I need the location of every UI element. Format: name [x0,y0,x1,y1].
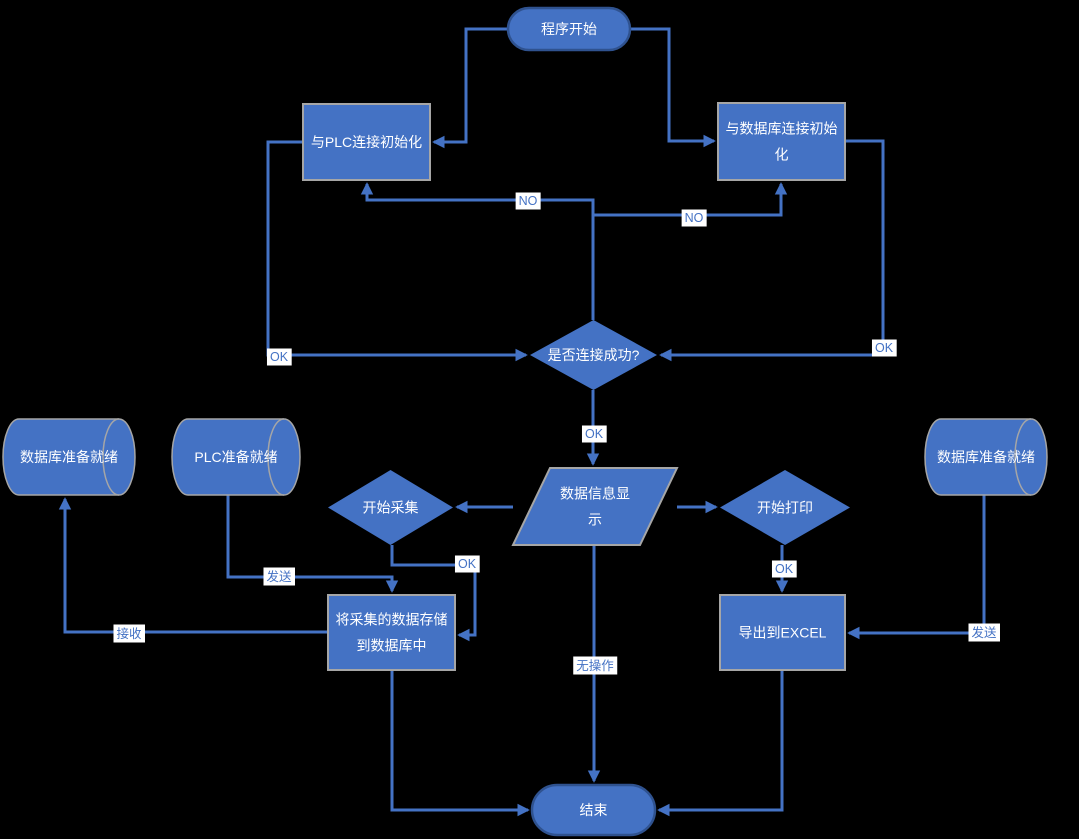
node-export: 导出到EXCEL [719,594,846,671]
store-label: 将采集的数据存储到数据库中 [336,612,448,654]
edge-start-to-db [630,27,716,148]
edge-label-print-ok-to-export: OK [771,560,797,578]
edge-label-text-check-ok-to-display: OK [585,427,604,441]
edge-plc-send-to-store [226,495,399,593]
edge-db-send-to-export [847,495,986,640]
edge-label-plc-send-to-store: 发送 [263,567,295,586]
edge-label-text-collect-ok-to-store: OK [458,557,477,571]
connect-check-label: 是否连接成功? [548,347,640,363]
edge-label-text-display-noop-to-end: 无操作 [576,658,614,673]
export-shape [719,594,846,671]
node-store: 将采集的数据存储到数据库中 [327,594,456,671]
print-label: 开始打印 [757,500,813,516]
node-collect: 开始采集 [328,470,453,545]
node-display: 数据信息显示 [511,467,679,546]
print-shape [720,470,850,545]
edge-start-to-plc [432,27,508,149]
edge-label-text-db-send-to-export: 发送 [971,625,997,640]
collect-label: 开始采集 [363,500,419,516]
edge-label-bg-store-recv-to-db [113,624,145,643]
edge-label-collect-ok-to-store: OK [454,555,480,573]
edge-label-text-check-no-to-plc: NO [519,194,538,208]
edge-db-ok-to-check [659,139,885,362]
connect-check-shape [530,320,657,390]
node-db-init: 与数据库连接初始化 [717,102,846,181]
db-init-shape [717,102,846,181]
edge-label-plc-ok-to-check: OK [266,348,292,366]
edge-label-bg-check-no-to-db [681,209,707,227]
edge-label-text-plc-send-to-store: 发送 [266,569,292,584]
edge-check-no-to-plc [360,182,595,320]
edge-label-check-ok-to-display: OK [581,425,607,443]
edge-export-to-end [657,670,784,817]
edge-store-recv-to-db [58,497,328,634]
edge-label-text-print-ok-to-export: OK [775,562,794,576]
end-shape [530,783,657,837]
db-ready-right-label: 数据库准备就绪 [937,449,1035,465]
edge-label-bg-collect-ok-to-store [454,555,480,573]
store-shape [327,594,456,671]
edge-label-db-ok-to-check: OK [871,339,897,357]
edge-label-store-recv-to-db: 接收 [113,624,145,643]
export-label: 导出到EXCEL [739,625,827,641]
edge-label-text-plc-ok-to-check: OK [270,350,289,364]
node-connect-check: 是否连接成功? [530,320,657,390]
db-ready-left-label: 数据库准备就绪 [20,449,118,465]
db-ready-right-cylinder-rim [1014,418,1032,496]
edge-label-bg-db-ok-to-check [871,339,897,357]
plc-ready-label: PLC准备就绪 [194,449,277,465]
collect-shape [328,470,453,545]
end-label: 结束 [580,802,608,818]
plc-ready-cylinder-rim [267,418,285,496]
node-end: 结束 [530,783,657,837]
edge-label-bg-print-ok-to-export [771,560,797,578]
edge-label-text-check-no-to-db: NO [685,211,704,225]
plc-init-shape [302,103,431,181]
node-db-ready-left: 数据库准备就绪 [2,418,136,496]
edge-label-check-no-to-db: NO [681,209,707,227]
edge-label-display-noop-to-end: 无操作 [573,656,618,675]
edge-label-text-store-recv-to-db: 接收 [116,626,142,641]
edge-label-bg-db-send-to-export [968,623,1000,642]
node-print: 开始打印 [720,470,850,545]
edge-check-no-to-db [593,182,788,217]
start-label: 程序开始 [541,21,597,37]
edge-plc-ok-to-check [266,140,528,362]
db-ready-left-cylinder-rim [102,418,120,496]
edge-label-bg-plc-send-to-store [263,567,295,586]
display-shape [511,467,679,546]
node-db-ready-right: 数据库准备就绪 [924,418,1048,496]
db-init-label: 与数据库连接初始化 [726,121,838,163]
edge-label-bg-plc-ok-to-check [266,348,292,366]
node-start: 程序开始 [506,6,632,52]
edge-label-bg-display-noop-to-end [573,656,618,675]
edge-label-text-db-ok-to-check: OK [875,341,894,355]
edge-label-check-no-to-plc: NO [515,192,541,210]
plc-init-label: 与PLC连接初始化 [311,134,422,150]
node-plc-init: 与PLC连接初始化 [302,103,431,181]
edge-store-to-end [390,670,530,817]
start-shape [506,6,632,52]
edge-label-bg-check-ok-to-display [581,425,607,443]
display-label: 数据信息显示 [560,486,630,528]
edge-label-bg-check-no-to-plc [515,192,541,210]
node-plc-ready: PLC准备就绪 [171,418,301,496]
edge-label-db-send-to-export: 发送 [968,623,1000,642]
